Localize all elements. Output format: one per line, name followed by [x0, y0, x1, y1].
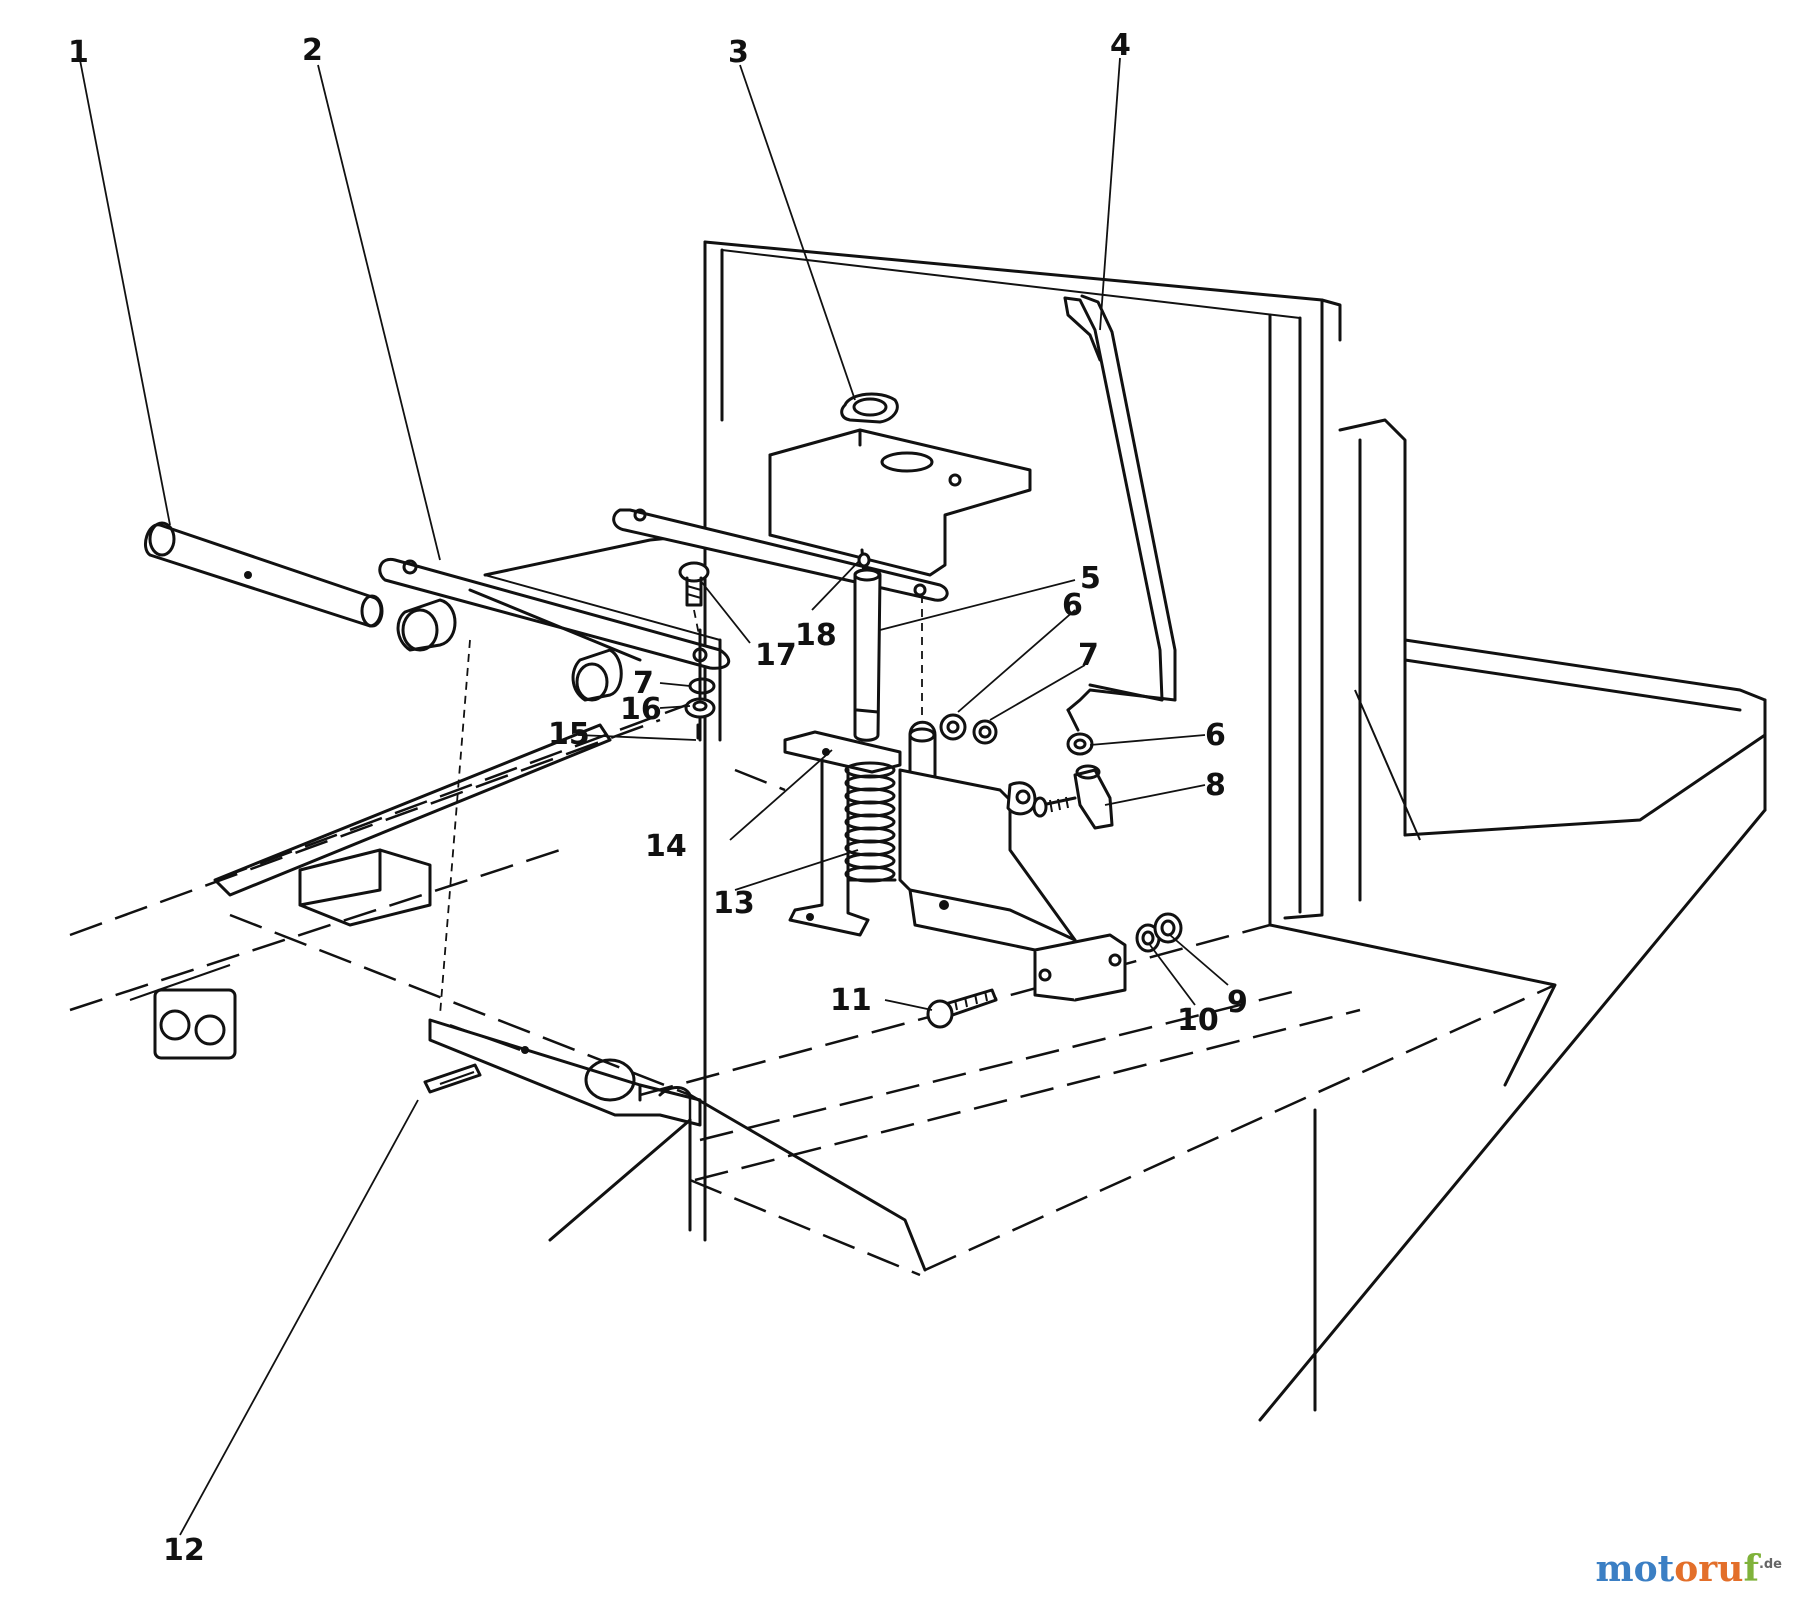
- callout-14: 14: [645, 829, 687, 864]
- callout-15: 15: [548, 717, 590, 752]
- callout-11: 11: [830, 983, 872, 1018]
- top-bracket: [612, 392, 1032, 602]
- back-panel: [703, 240, 1342, 1242]
- callout-9: 9: [1227, 985, 1248, 1020]
- callout-10: 10: [1177, 1003, 1219, 1038]
- coil-spring: [844, 761, 896, 883]
- watermark-suffix: .de: [1758, 1557, 1782, 1572]
- lever-arm: [378, 557, 731, 702]
- spring-rod: [853, 548, 937, 799]
- bent-rod: [1063, 294, 1177, 732]
- hinge-plate: [423, 1018, 702, 1127]
- mount-bracket: [898, 768, 1127, 1002]
- callout-2: 2: [302, 33, 323, 68]
- callout-7-right: 7: [1078, 638, 1099, 673]
- lower-left-bracket: [153, 723, 612, 1060]
- callout-13: 13: [713, 886, 755, 921]
- callout-18: 18: [795, 618, 837, 653]
- callout-16: 16: [620, 692, 662, 727]
- hardware-small-parts: [926, 713, 1183, 1029]
- callout-5: 5: [1080, 561, 1101, 596]
- callout-6-lower: 6: [1205, 718, 1226, 753]
- callout-3: 3: [728, 35, 749, 70]
- callout-8: 8: [1205, 768, 1226, 803]
- watermark-part-2: oru: [1674, 1548, 1744, 1590]
- callout-12: 12: [163, 1533, 205, 1568]
- shaft-rod: [144, 521, 384, 628]
- callout-4: 4: [1110, 28, 1131, 63]
- spring-assembly: [783, 730, 902, 937]
- right-frame: [1258, 418, 1767, 1422]
- leader-lines: [79, 57, 1229, 1536]
- watermark-part-3: f: [1743, 1548, 1759, 1590]
- callout-6-upper: 6: [1062, 588, 1083, 623]
- callout-7-left: 7: [633, 666, 654, 701]
- site-watermark: motoruf.de: [1596, 1548, 1782, 1590]
- deck-outline: [69, 698, 1556, 1277]
- callout-labels: 1 2 3 4 5 6 6 7 7 8 9 10 11 12 13 14 15 …: [68, 28, 1248, 1568]
- bolt-17: [678, 561, 716, 740]
- callout-17: 17: [755, 638, 797, 673]
- callout-1: 1: [68, 35, 89, 70]
- watermark-part-1: mot: [1595, 1548, 1675, 1590]
